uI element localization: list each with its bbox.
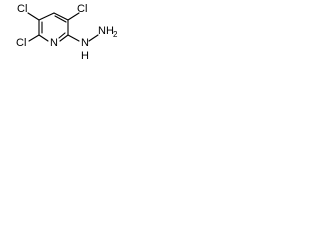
pyridine-ring (38, 12, 69, 42)
bond-cl-top-left (27, 12, 40, 21)
bond-n-n-hydrazine (88, 34, 99, 42)
ring-bond-lower-right-inner (58, 32, 66, 39)
ring-bond-lower-right (59, 34, 69, 42)
hydrazine-terminal-amino-subscript: 2 (113, 30, 118, 39)
atom-labels: Cl Cl Cl N N H NH 2 (16, 3, 118, 62)
ring-bond-upper-left (38, 12, 55, 21)
hydrazine-terminal-amino-label: NH (98, 25, 114, 37)
ring-bond-top-inner (54, 15, 67, 23)
bond-c-n-hydrazine (67, 34, 80, 42)
bond-cl-top-right (67, 12, 80, 21)
chlorine-top-left-label: Cl (17, 3, 27, 15)
ring-nitrogen-label: N (50, 37, 58, 49)
chlorine-top-right-label: Cl (77, 3, 87, 15)
hydrazine-nitrogen-label: N (81, 37, 89, 49)
substituent-bonds (27, 12, 99, 42)
ring-bond-lower-left (38, 34, 49, 42)
bond-cl-bottom-left (28, 34, 40, 42)
ring-bond-top (53, 12, 69, 21)
chlorine-bottom-left-label: Cl (16, 37, 26, 49)
hydrazine-hydrogen-label: H (81, 50, 89, 62)
chemical-structure: Cl Cl Cl N N H NH 2 (16, 3, 118, 62)
